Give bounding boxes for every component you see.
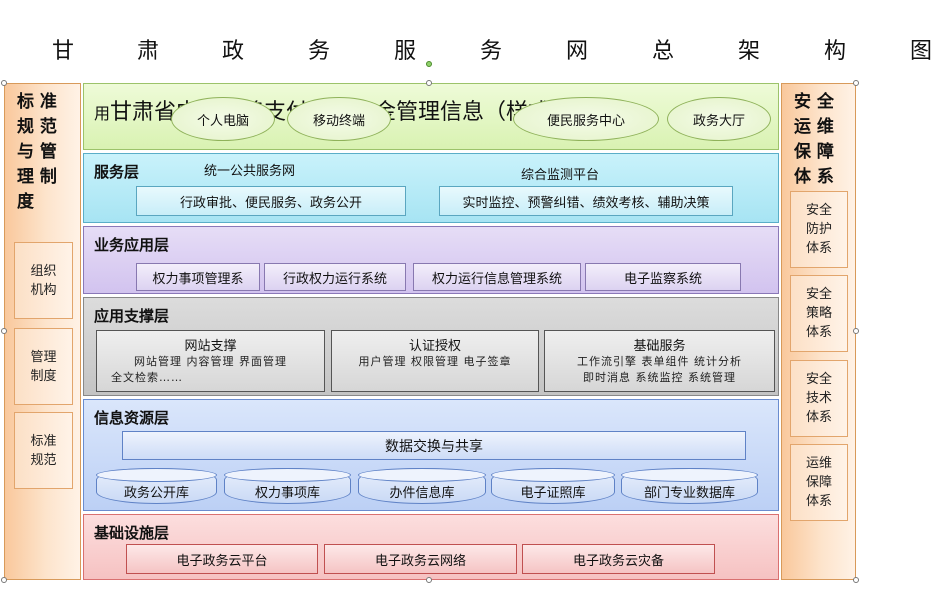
- box-standards: 标准规范: [14, 412, 73, 489]
- title-char: 构: [824, 39, 847, 64]
- right-panel-heading: 安 全 运 维 保 障 体 系: [794, 92, 834, 187]
- box-organization: 组织机构: [14, 242, 73, 319]
- selection-handle[interactable]: [1, 328, 7, 334]
- db-gov-affairs: 政务公开库: [96, 468, 217, 504]
- title-char: 政: [222, 39, 245, 64]
- selection-handle[interactable]: [853, 328, 859, 334]
- rotate-handle[interactable]: [426, 61, 432, 67]
- box-security-policy: 安全策略体系: [790, 275, 848, 352]
- box-cloud-platform: 电子政务云平台: [126, 544, 318, 574]
- label-monitoring-platform: 综合监测平台: [521, 168, 600, 183]
- info-layer: 信息资源层 数据交换与共享 政务公开库 权力事项库 办件信息库 电子证照库 部门…: [83, 399, 779, 511]
- title-char: 肃: [137, 39, 160, 64]
- infra-layer: 基础设施层 电子政务云平台 电子政务云网络 电子政务云灾备: [83, 514, 779, 580]
- box-management-system: 管理制度: [14, 328, 73, 405]
- business-layer: 业务应用层 权力事项管理系 行政权力运行系统 权力运行信息管理系统 电子监察系统: [83, 226, 779, 294]
- selection-handle[interactable]: [1, 577, 7, 583]
- access-layer: 用甘肃省中经转移支付专项资金管理信息（样式） 个人电脑 移动终端 便民服务中心 …: [83, 83, 779, 150]
- title-char: 务: [480, 39, 503, 64]
- info-layer-title: 信息资源层: [94, 409, 170, 427]
- title-char: 总: [652, 39, 675, 64]
- channel-mobile: 移动终端: [287, 97, 391, 141]
- selection-handle[interactable]: [853, 577, 859, 583]
- selection-handle[interactable]: [853, 80, 859, 86]
- channel-pc: 个人电脑: [171, 97, 275, 141]
- db-e-license: 电子证照库: [491, 468, 615, 504]
- service-layer-title: 服务层: [94, 163, 140, 181]
- box-security-protection: 安全防护体系: [790, 191, 848, 268]
- box-admin-services: 行政审批、便民服务、政务公开: [136, 186, 406, 216]
- left-panel-heading: 标 准 规 范 与 管 理 制 度: [17, 92, 57, 212]
- db-department: 部门专业数据库: [621, 468, 758, 504]
- channel-gov-hall: 政务大厅: [667, 97, 771, 141]
- channel-service-center: 便民服务中心: [513, 97, 659, 141]
- box-admin-power-system: 行政权力运行系统: [264, 263, 406, 291]
- box-power-info-system: 权力运行信息管理系统: [413, 263, 581, 291]
- support-layer: 应用支撑层 网站支撑 网站管理 内容管理 界面管理 全文检索…… 认证授权 用户…: [83, 297, 779, 396]
- title-char: 务: [308, 39, 331, 64]
- db-case-info: 办件信息库: [358, 468, 486, 504]
- box-monitoring-functions: 实时监控、预警纠错、绩效考核、辅助决策: [439, 186, 733, 216]
- box-security-technology: 安全技术体系: [790, 360, 848, 437]
- selection-handle[interactable]: [426, 80, 432, 86]
- box-cloud-network: 电子政务云网络: [324, 544, 517, 574]
- title-char: 甘: [52, 39, 75, 64]
- left-panel-standards: 标 准 规 范 与 管 理 制 度 组织机构 管理制度 标准规范: [4, 83, 81, 580]
- db-power-items: 权力事项库: [224, 468, 351, 504]
- selection-handle[interactable]: [1, 80, 7, 86]
- box-cloud-backup: 电子政务云灾备: [522, 544, 715, 574]
- title-char: 架: [738, 39, 761, 64]
- support-layer-title: 应用支撑层: [94, 307, 170, 325]
- infra-layer-title: 基础设施层: [94, 524, 170, 542]
- diagram-title: 甘 肃 政 务 服 务 网 总 架 构 图: [0, 36, 947, 72]
- box-e-supervision: 电子监察系统: [585, 263, 741, 291]
- block-auth: 认证授权 用户管理 权限管理 电子签章: [331, 330, 539, 392]
- block-base-services: 基础服务 工作流引擎 表单组件 统计分析 即时消息 系统监控 系统管理: [544, 330, 775, 392]
- title-char: 图: [910, 39, 933, 64]
- box-ops-guarantee: 运维保障体系: [790, 444, 848, 521]
- block-website-support: 网站支撑 网站管理 内容管理 界面管理 全文检索……: [96, 330, 325, 392]
- box-data-exchange: 数据交换与共享: [122, 431, 746, 460]
- label-public-service-net: 统一公共服务网: [204, 164, 296, 179]
- service-layer: 服务层 统一公共服务网 综合监测平台 行政审批、便民服务、政务公开 实时监控、预…: [83, 153, 779, 223]
- title-char: 服: [394, 39, 417, 64]
- title-char: 网: [566, 39, 589, 64]
- right-panel-security: 安 全 运 维 保 障 体 系 安全防护体系 安全策略体系 安全技术体系 运维保…: [781, 83, 856, 580]
- box-power-item-mgmt: 权力事项管理系: [136, 263, 260, 291]
- business-layer-title: 业务应用层: [94, 236, 170, 254]
- selection-handle[interactable]: [426, 577, 432, 583]
